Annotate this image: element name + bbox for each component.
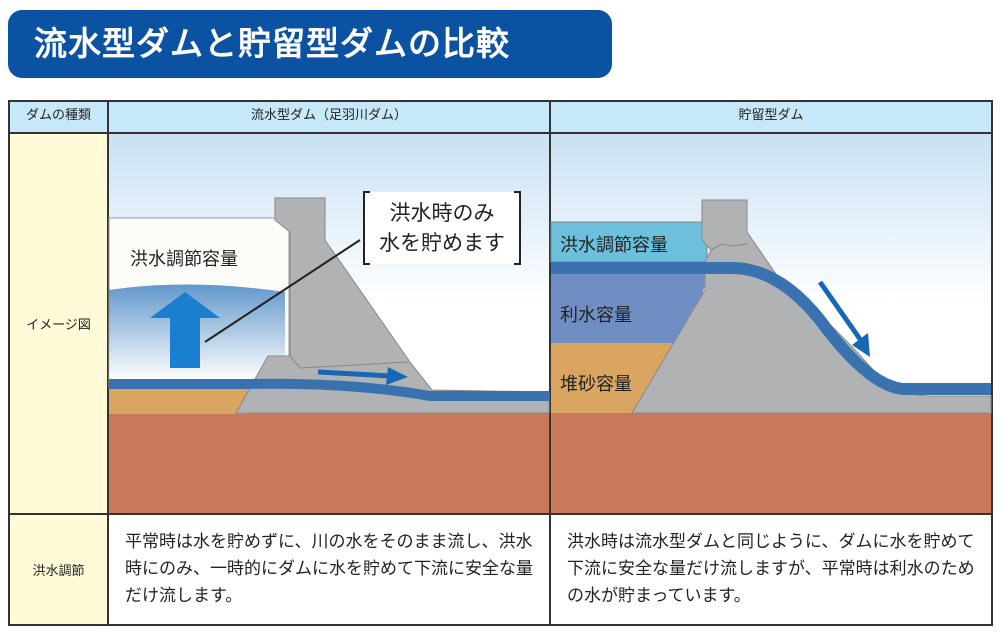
callout-line1: 洪水時のみ (389, 201, 495, 225)
sediment (109, 388, 249, 414)
row-label-image: イメージ図 (8, 132, 109, 515)
callout-bracket (363, 191, 521, 265)
callout-line2: 水を貯めます (379, 231, 505, 255)
header-run-of-river-dam: 流水型ダム（足羽川ダム） (107, 100, 551, 134)
storage-dam-description: 洪水時は流水型ダムと同じように、ダムに水を貯めて下流に安全な量だけ流しますが、平… (549, 513, 993, 626)
sediment-area (551, 343, 688, 413)
flood-capacity-label: 洪水調節容量 (560, 235, 668, 256)
discharge-arrow-icon (852, 333, 870, 357)
river-flow (551, 262, 991, 395)
rising-water-arrow-icon (150, 292, 220, 368)
ground (109, 413, 549, 513)
river-flow (109, 378, 549, 401)
flood-capacity-label: 洪水調節容量 (130, 249, 238, 270)
callout-text: 洪水時のみ 水を貯めます (366, 198, 518, 258)
water-use-capacity-label: 利水容量 (560, 305, 632, 326)
flow-arrow-icon (386, 367, 408, 385)
water-use-area (551, 274, 705, 343)
page-title: 流水型ダムと貯留型ダムの比較 (8, 10, 612, 78)
run-of-river-description: 平常時は水を貯めずに、川の水をそのまま流し、洪水時にのみ、一時的にダムに水を貯め… (107, 513, 551, 626)
ground (551, 413, 991, 513)
dam-body (235, 197, 550, 414)
sediment-capacity-label: 堆砂容量 (560, 374, 632, 395)
